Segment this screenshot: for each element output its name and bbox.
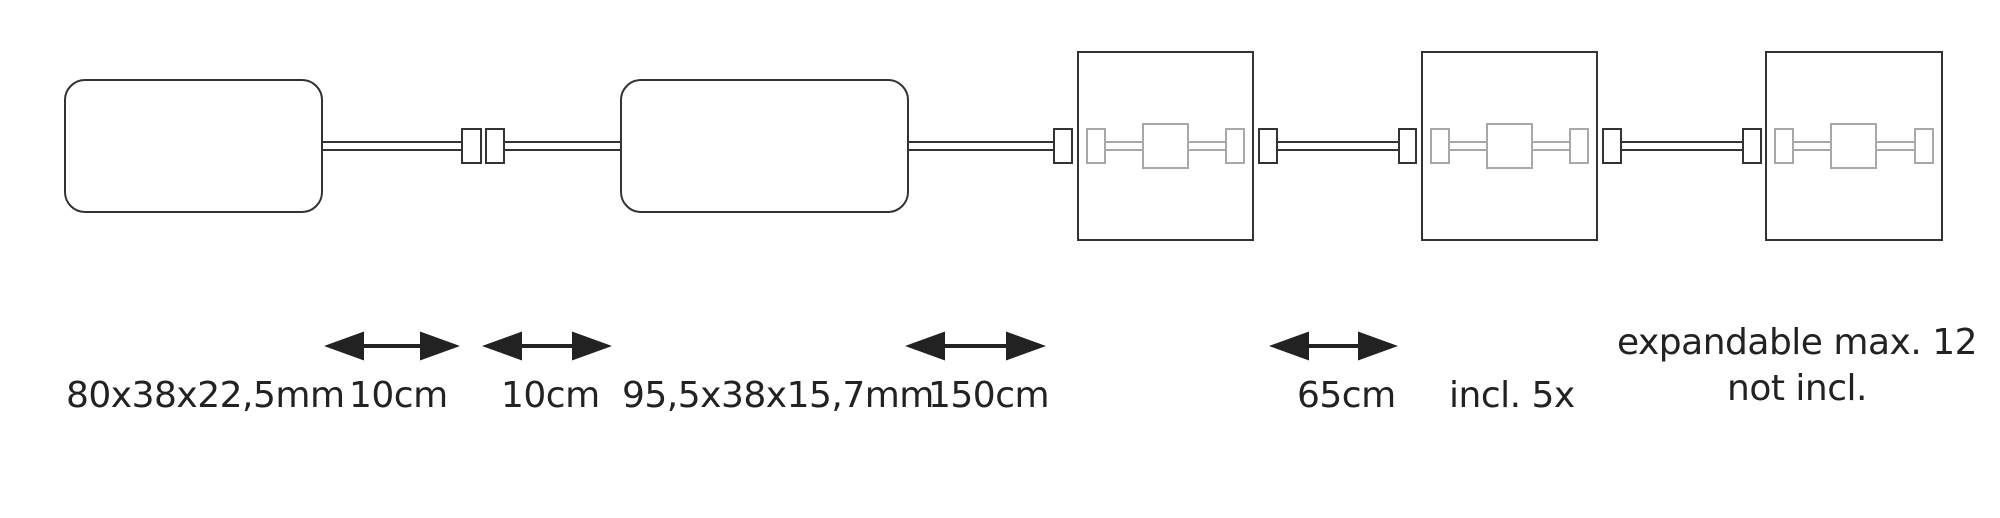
cable-1-length-label: 10cm bbox=[349, 375, 448, 416]
arrow-left-icon bbox=[1269, 331, 1309, 361]
panels-included-label: incl. 5x bbox=[1449, 375, 1575, 416]
driver-1-dimensions-label: 80x38x22,5mm bbox=[66, 375, 345, 416]
connector bbox=[1258, 128, 1278, 164]
connector bbox=[1053, 128, 1073, 164]
arrow-left-icon bbox=[482, 331, 522, 361]
panel-inner-connector bbox=[1914, 128, 1934, 164]
driver-1-box bbox=[64, 79, 323, 213]
driver-2-dimensions-label: 95,5x38x15,7mm bbox=[622, 375, 934, 416]
connector bbox=[1742, 128, 1762, 164]
arrow-right-icon bbox=[1006, 331, 1046, 361]
arrow-right-icon bbox=[420, 331, 460, 361]
expandable-note-line-2: not incl. bbox=[1727, 368, 1867, 409]
panel-inner-connector bbox=[1774, 128, 1794, 164]
expandable-note: expandable max. 12 not incl. bbox=[1616, 320, 1978, 412]
panel-inner-module bbox=[1142, 123, 1189, 169]
panel-inner-connector bbox=[1569, 128, 1589, 164]
expandable-note-line-1: expandable max. 12 bbox=[1616, 322, 1978, 363]
panel-inner-module bbox=[1486, 123, 1533, 169]
connector bbox=[1602, 128, 1622, 164]
panel-inner-module bbox=[1830, 123, 1877, 169]
connector bbox=[461, 128, 482, 164]
arrow-left-icon bbox=[905, 331, 945, 361]
panel-inner-connector bbox=[1430, 128, 1450, 164]
arrow-right-icon bbox=[1358, 331, 1398, 361]
arrow-left-icon bbox=[324, 331, 364, 361]
driver-2-box bbox=[620, 79, 909, 213]
panel-inner-connector bbox=[1225, 128, 1245, 164]
cable-2-length-label: 10cm bbox=[501, 375, 600, 416]
connector bbox=[485, 128, 505, 164]
cable-4-length-label: 65cm bbox=[1297, 375, 1396, 416]
connector bbox=[1398, 128, 1417, 164]
arrow-right-icon bbox=[572, 331, 612, 361]
cable-3-length-label: 150cm bbox=[928, 375, 1050, 416]
panel-inner-connector bbox=[1086, 128, 1106, 164]
